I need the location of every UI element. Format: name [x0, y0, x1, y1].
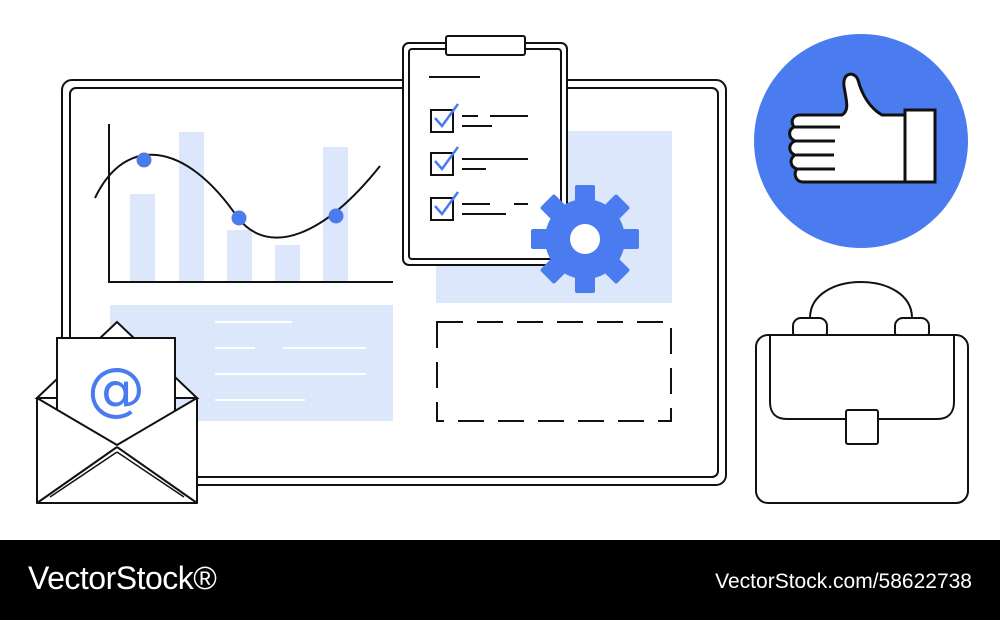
chart-bar [130, 194, 155, 282]
chart-panel [94, 124, 393, 283]
at-sign-icon: @ [87, 355, 145, 423]
brand-logo: VectorStock® [28, 560, 217, 596]
chart-point [231, 210, 247, 226]
thumbs-up-icon [754, 34, 968, 248]
checklist-item [430, 103, 528, 133]
chart-point [328, 208, 344, 224]
dashed-placeholder [436, 321, 672, 422]
checklist-item [430, 146, 528, 176]
gear-icon [531, 185, 639, 293]
chart-point [136, 152, 152, 168]
checklist-item [430, 191, 528, 221]
chart-bar [179, 132, 204, 282]
briefcase-icon [755, 281, 969, 504]
chart-bar [275, 245, 300, 282]
envelope-icon: @ [34, 320, 200, 504]
chart-bar [227, 230, 252, 282]
chart-bars [130, 132, 348, 282]
image-id: VectorStock.com/58622738 [715, 570, 972, 593]
footer-bar: VectorStock® VectorStock.com/58622738 [0, 540, 1000, 620]
illustration: @ [34, 34, 969, 504]
clipboard-icon [402, 35, 568, 266]
